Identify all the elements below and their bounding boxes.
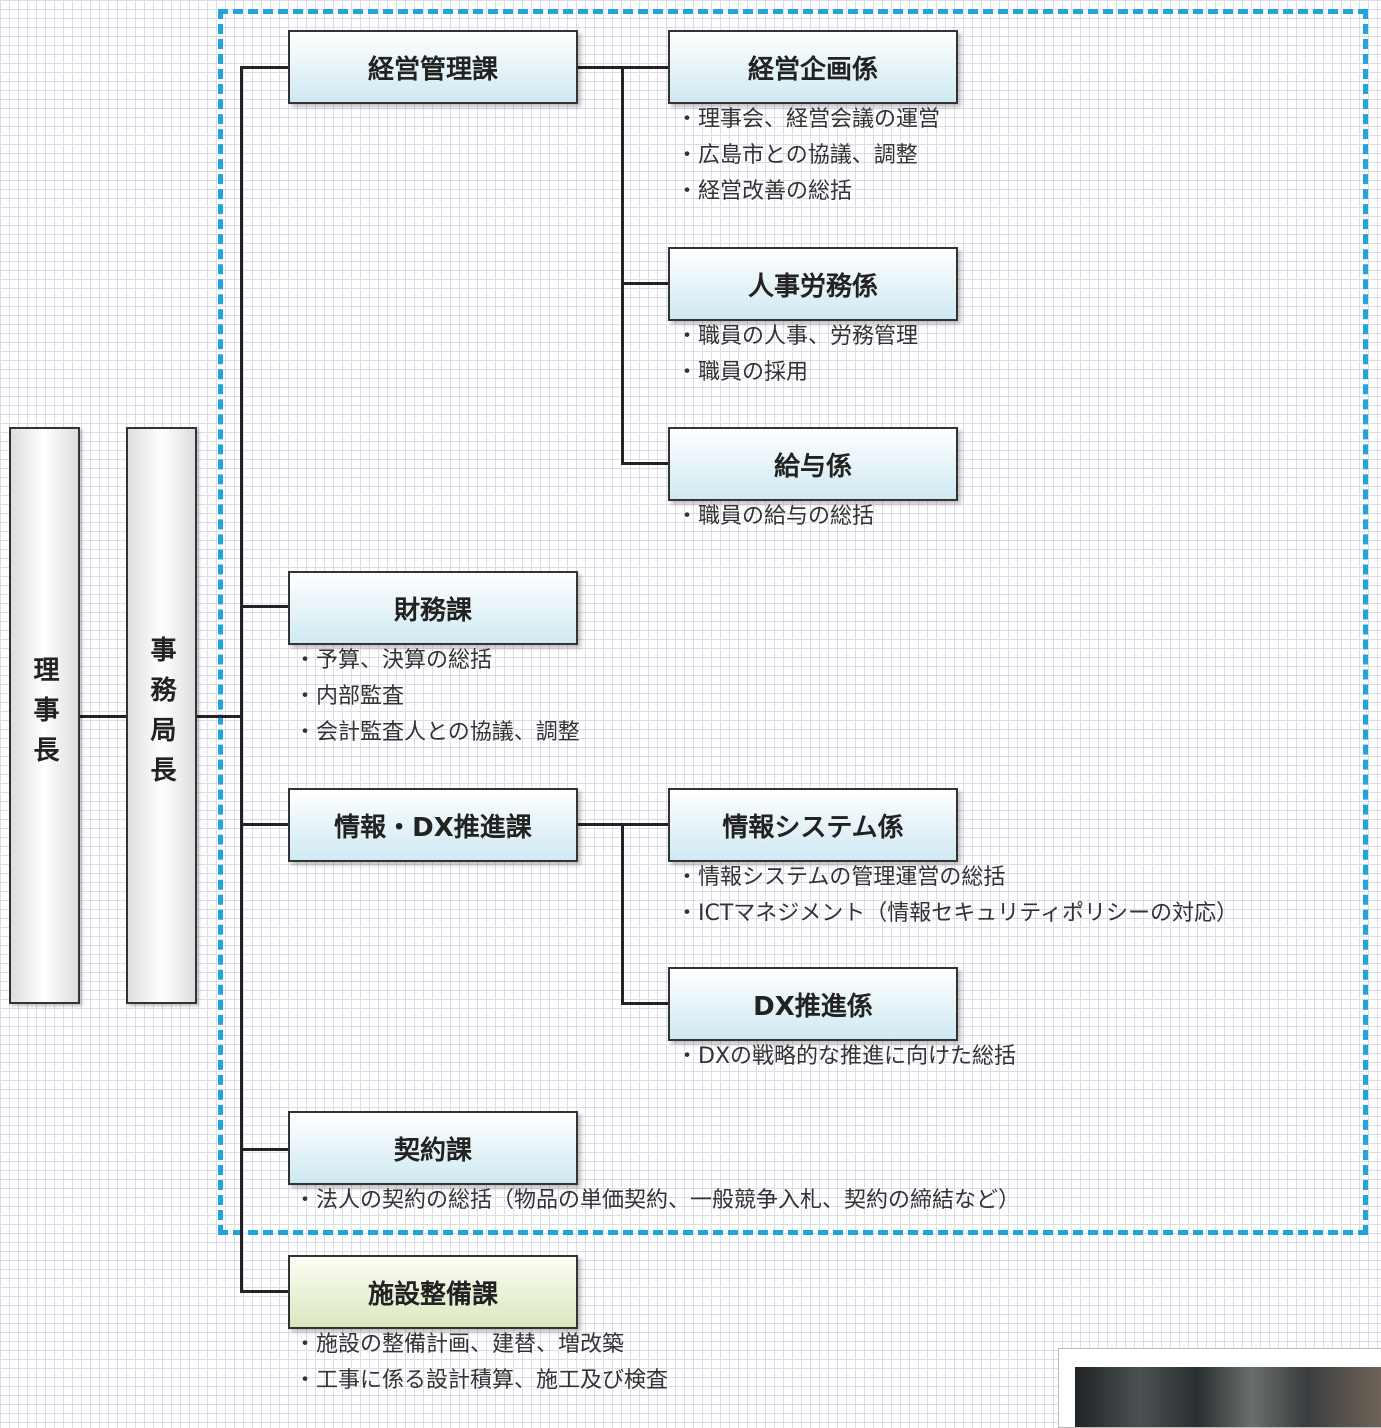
unit-infosys-duties: 情報システムの管理運営の総括 ICTマネジメント（情報セキュリティポリシーの対応… (676, 860, 1238, 932)
unit-salary-box: 給与係 (668, 427, 958, 501)
duty-item: 施設の整備計画、建替、増改築 (294, 1327, 668, 1363)
contract-section-label: 契約課 (393, 1135, 472, 1166)
chairman-label: 理事長 (29, 655, 59, 776)
unit-dx-duties: DXの戦略的な推進に向けた総括 (676, 1039, 1016, 1075)
duty-item: 職員の採用 (676, 355, 918, 391)
unit-hr-label: 人事労務係 (747, 271, 878, 302)
duty-item: 経営改善の総括 (676, 174, 940, 210)
branch-unit-hr (621, 282, 670, 285)
connector-chairman-director (80, 715, 126, 718)
dx-section-label: 情報・DX推進課 (334, 812, 532, 843)
unit-salary-duties: 職員の給与の総括 (676, 499, 874, 535)
unit-infosys-label: 情報システム係 (722, 812, 904, 843)
duty-item: 法人の契約の総括（物品の単価契約、一般競争入札、契約の締結など） (294, 1183, 1020, 1219)
chairman-box: 理事長 (9, 427, 80, 1004)
secretariat-boundary (218, 9, 1368, 1235)
branch-facility (240, 1290, 289, 1293)
duty-item: 職員の人事、労務管理 (676, 319, 918, 355)
duty-item: DXの戦略的な推進に向けた総括 (676, 1039, 1016, 1075)
facility-section-label: 施設整備課 (367, 1279, 498, 1310)
duty-item: 内部監査 (294, 679, 580, 715)
management-unit-trunk (621, 66, 624, 464)
branch-unit-salary (621, 462, 670, 465)
management-section-label: 経営管理課 (367, 54, 498, 85)
unit-infosys-box: 情報システム係 (668, 788, 958, 862)
contract-duties: 法人の契約の総括（物品の単価契約、一般競争入札、契約の締結など） (294, 1183, 1020, 1219)
unit-hr-box: 人事労務係 (668, 247, 958, 321)
facility-duties: 施設の整備計画、建替、増改築 工事に係る設計積算、施工及び検査 (294, 1327, 668, 1399)
finance-section-label: 財務課 (393, 595, 472, 626)
unit-planning-duties: 理事会、経営会議の運営 広島市との協議、調整 経営改善の総括 (676, 102, 940, 210)
dx-unit-trunk (621, 823, 624, 1005)
director-box: 事務局長 (126, 427, 197, 1004)
duty-item: 職員の給与の総括 (676, 499, 874, 535)
finance-duties: 予算、決算の総括 内部監査 会計監査人との協議、調整 (294, 643, 580, 751)
branch-management (240, 66, 289, 69)
branch-dx (240, 823, 289, 826)
unit-hr-duties: 職員の人事、労務管理 職員の採用 (676, 319, 918, 391)
director-label: 事務局長 (146, 635, 176, 796)
duty-item: ICTマネジメント（情報セキュリティポリシーの対応） (676, 896, 1238, 932)
facility-section-box: 施設整備課 (288, 1255, 578, 1329)
duty-item: 予算、決算の総括 (294, 643, 580, 679)
unit-planning-label: 経営企画係 (747, 54, 878, 85)
unit-dx-box: DX推進係 (668, 967, 958, 1041)
unit-planning-box: 経営企画係 (668, 30, 958, 104)
branch-contract (240, 1148, 289, 1151)
duty-item: 広島市との協議、調整 (676, 138, 940, 174)
finance-section-box: 財務課 (288, 571, 578, 645)
connector-director-trunk (196, 715, 243, 718)
duty-item: 会計監査人との協議、調整 (294, 715, 580, 751)
management-section-box: 経営管理課 (288, 30, 578, 104)
duty-item: 情報システムの管理運営の総括 (676, 860, 1238, 896)
main-trunk-line (240, 66, 243, 1292)
contract-section-box: 契約課 (288, 1111, 578, 1185)
duty-item: 理事会、経営会議の運営 (676, 102, 940, 138)
unit-dx-label: DX推進係 (753, 991, 873, 1022)
duty-item: 工事に係る設計積算、施工及び検査 (294, 1363, 668, 1399)
branch-finance (240, 605, 289, 608)
branch-unit-dx (621, 1002, 670, 1005)
unit-salary-label: 給与係 (773, 451, 852, 482)
server-room-photo (1058, 1348, 1381, 1428)
server-room-photo-image (1075, 1367, 1381, 1427)
dx-section-box: 情報・DX推進課 (288, 788, 578, 862)
